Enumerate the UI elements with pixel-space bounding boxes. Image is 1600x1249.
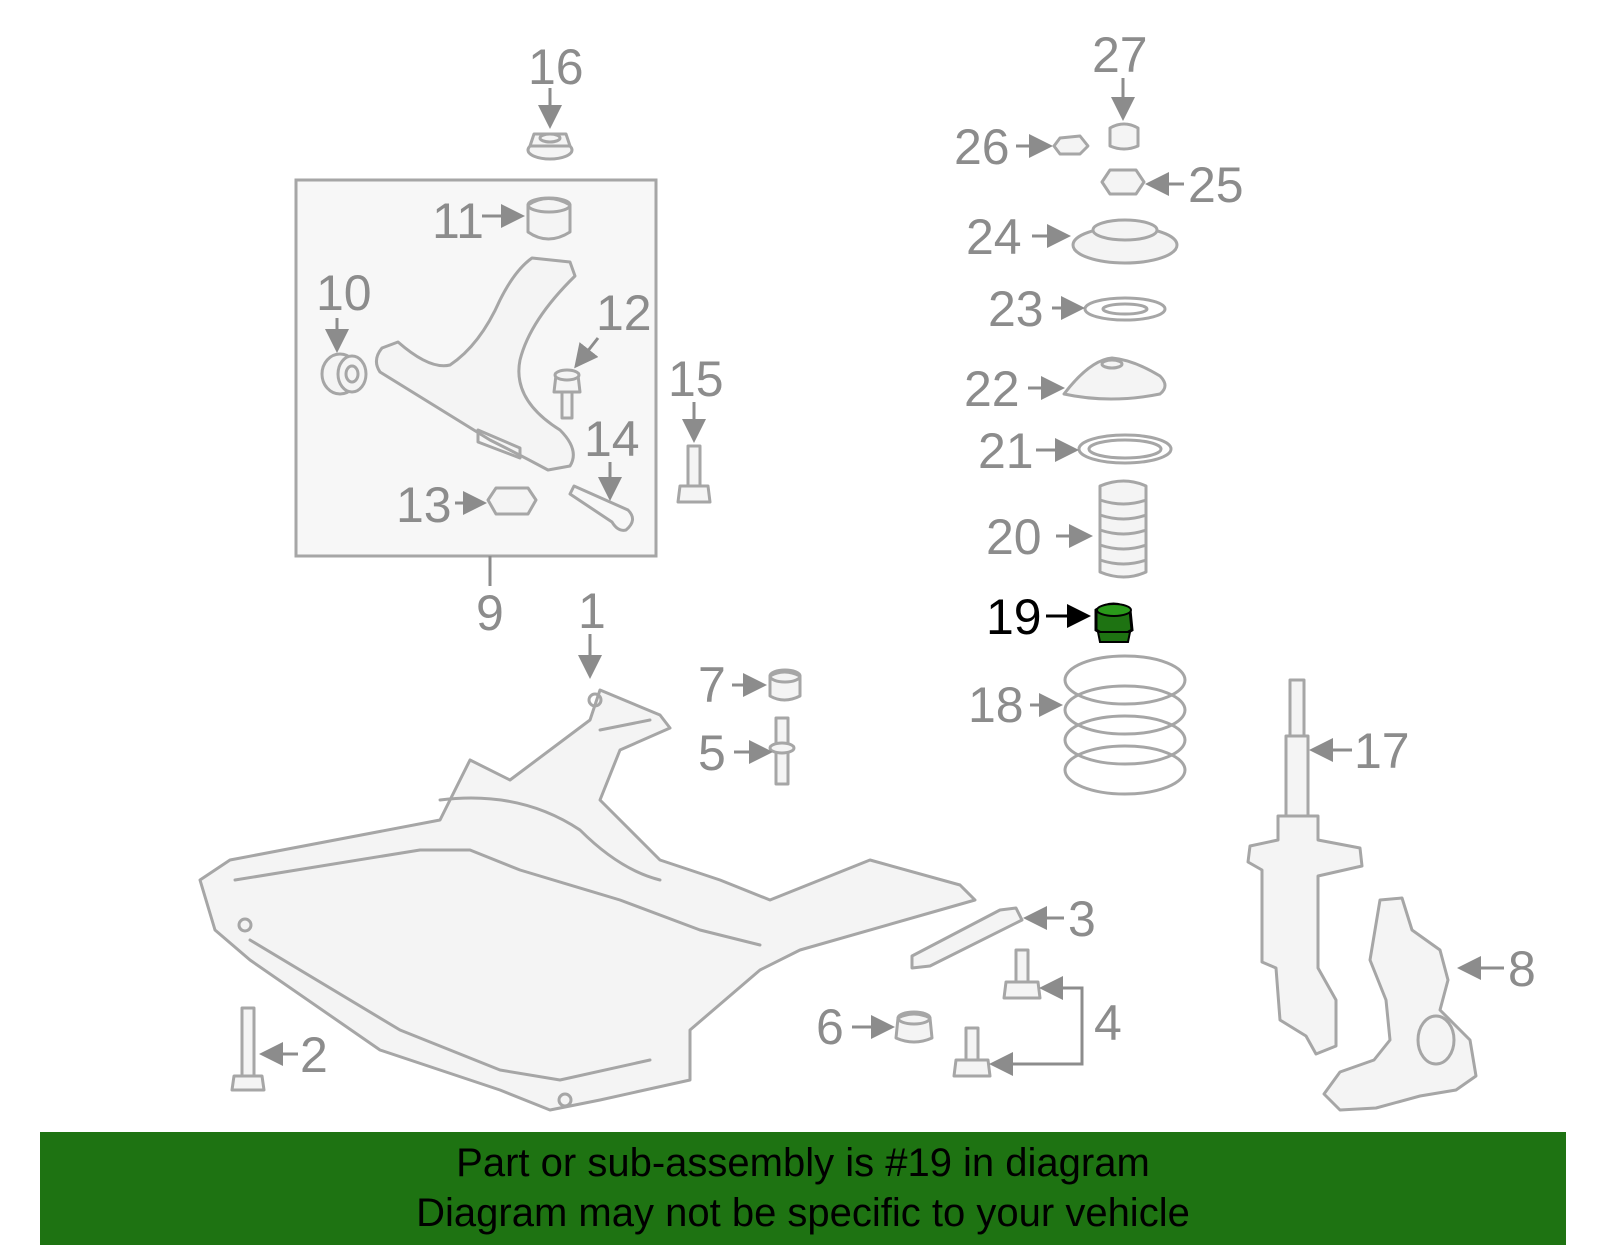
- part-20-dust-boot: [1098, 479, 1148, 579]
- part-24-mount: [1071, 218, 1179, 265]
- callout-6: 6: [816, 999, 844, 1055]
- part-21-insulator: [1077, 433, 1173, 465]
- callout-18: 18: [968, 677, 1024, 733]
- callout-26: 26: [954, 119, 1010, 175]
- part-18-coil-spring: [1063, 654, 1187, 796]
- part-16-nut: [526, 132, 574, 161]
- part-12-ball-joint: [552, 368, 582, 420]
- callout-13: 13: [396, 477, 452, 533]
- part-25-nut: [1100, 168, 1146, 196]
- part-8-knuckle: [1322, 896, 1478, 1112]
- callout-19: 19: [986, 589, 1042, 645]
- callout-3: 3: [1068, 891, 1096, 947]
- banner-line-2: Diagram may not be specific to your vehi…: [416, 1191, 1190, 1235]
- callout-25: 25: [1188, 157, 1244, 213]
- part-19-bump-stop: [1094, 602, 1134, 643]
- callout-4: 4: [1094, 995, 1122, 1051]
- part-17-strut: [1246, 678, 1364, 1056]
- info-banner: Part or sub-assembly is #19 in diagram D…: [40, 1132, 1566, 1245]
- part-3-bracket: [910, 906, 1024, 970]
- callout-12: 12: [596, 285, 652, 341]
- callout-11: 11: [432, 193, 484, 249]
- part-15-bolt: [676, 444, 712, 504]
- part-26-nut: [1052, 134, 1090, 156]
- callout-24: 24: [966, 209, 1022, 265]
- part-4-bolts: [952, 948, 1042, 1078]
- callout-1: 1: [578, 583, 606, 639]
- part-2-bolt: [230, 1006, 266, 1092]
- callout-17: 17: [1354, 723, 1410, 779]
- part-control-arm: [375, 256, 577, 472]
- callout-7: 7: [698, 657, 726, 713]
- part-27-cap: [1108, 122, 1140, 151]
- part-13-nut: [486, 486, 538, 516]
- callout-27: 27: [1092, 27, 1148, 83]
- part-5-stud: [768, 716, 796, 786]
- callout-15: 15: [668, 351, 724, 407]
- callout-2: 2: [300, 1027, 328, 1083]
- callout-14: 14: [584, 411, 640, 467]
- callout-10: 10: [316, 265, 372, 321]
- callout-23: 23: [988, 281, 1044, 337]
- callout-22: 22: [964, 361, 1020, 417]
- callout-9: 9: [476, 585, 504, 641]
- part-22-upper-seat: [1062, 356, 1167, 401]
- callout-5: 5: [698, 725, 726, 781]
- callout-21: 21: [978, 423, 1034, 479]
- banner-line-1: Part or sub-assembly is #19 in diagram: [456, 1141, 1150, 1185]
- part-6-bushing: [894, 1010, 934, 1044]
- part-10-bushing: [320, 352, 368, 396]
- part-1-subframe: [198, 688, 977, 1112]
- part-11-bushing: [526, 196, 572, 241]
- part-14-cotter-pin: [568, 484, 634, 532]
- part-7-bushing: [768, 668, 802, 702]
- callout-20: 20: [986, 509, 1042, 565]
- part-23-washer: [1083, 296, 1167, 322]
- callout-8: 8: [1508, 941, 1536, 997]
- callout-16: 16: [528, 39, 584, 95]
